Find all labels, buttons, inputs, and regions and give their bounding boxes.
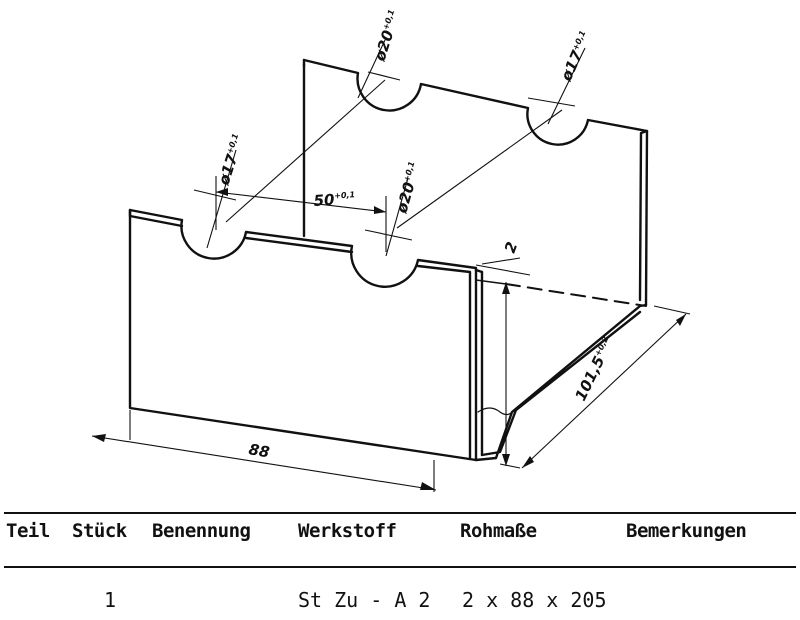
technical-drawing: ø20+0,1 ø17+0,1 ø17+0,1 ø20+0,1 50+0,1 2…	[91, 8, 691, 492]
header-stueck: Stück	[72, 520, 127, 542]
header-rohmasse: Rohmaße	[460, 520, 537, 542]
dim-dia-back-left: ø20+0,1	[370, 8, 404, 64]
dim-length: 88	[247, 440, 271, 461]
dim-dia-front-right: ø20+0,1	[392, 160, 424, 216]
front-wall	[128, 208, 478, 462]
header-benennung: Benennung	[152, 520, 251, 542]
dim-thickness: 2	[501, 239, 521, 255]
table-top-rule	[4, 512, 796, 514]
dim-dia-back-right: ø17+0,1	[557, 29, 595, 85]
cell-werkstoff: St Zu - A 2	[298, 588, 431, 612]
header-bemerkungen: Bemerkungen	[626, 520, 747, 542]
front-wall-thickness	[128, 208, 472, 460]
table-header-rule	[4, 566, 796, 568]
cell-rohmasse: 2 x 88 x 205	[462, 588, 607, 612]
cell-teil: 1	[104, 588, 117, 612]
dim-spacing: 50+0,1	[313, 189, 356, 210]
base-plate	[474, 303, 648, 462]
header-werkstoff: Werkstoff	[298, 520, 397, 542]
header-teil: Teil	[6, 520, 50, 542]
back-wall	[302, 58, 649, 307]
dim-dia-front-left: ø17+0,1	[214, 132, 248, 188]
